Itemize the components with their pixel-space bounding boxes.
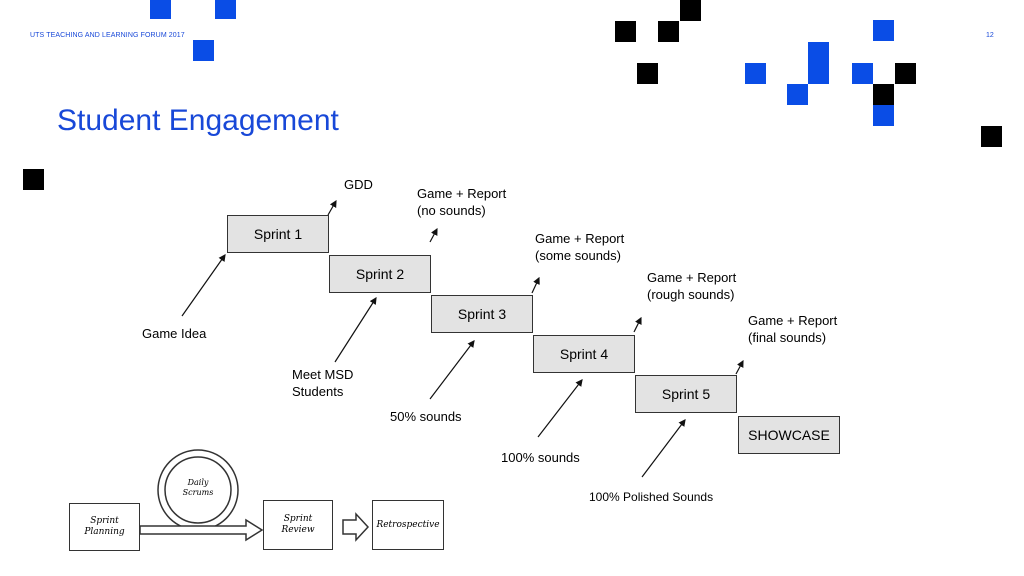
decor-square	[150, 0, 171, 19]
decor-square	[787, 84, 808, 105]
input-arrow	[641, 419, 686, 478]
decor-square	[852, 63, 873, 84]
deliverable-arrow	[531, 276, 540, 294]
input-label: 100% sounds	[501, 450, 580, 465]
decor-square	[808, 42, 829, 63]
input-label: Game Idea	[142, 326, 207, 341]
decor-square	[215, 0, 236, 19]
sprint-box: Sprint 3	[431, 295, 533, 333]
decor-square	[658, 21, 679, 42]
deliverable-label: Game + Report (rough sounds)	[647, 270, 737, 302]
sprint-box: Sprint 1	[227, 215, 329, 253]
input-arrow	[334, 296, 377, 363]
input-arrow	[181, 254, 226, 317]
deliverable-label: Game + Report (no sounds)	[417, 186, 507, 218]
decor-square	[895, 63, 916, 84]
decor-square	[193, 40, 214, 61]
input-label: 50% sounds	[390, 409, 462, 424]
decor-square	[981, 126, 1002, 147]
retrospective-sketch: Retrospective	[372, 500, 444, 550]
deliverable-label: Game + Report (final sounds)	[748, 313, 838, 345]
decor-square	[808, 63, 829, 84]
sprint-review-sketch: Sprint Review	[263, 500, 333, 550]
deliverable-arrow	[633, 316, 642, 333]
input-label: Meet MSD Students	[292, 367, 354, 399]
sprint-box: Sprint 4	[533, 335, 635, 373]
sprint-box: Sprint 5	[635, 375, 737, 413]
showcase-box: SHOWCASE	[738, 416, 840, 454]
decor-square	[637, 63, 658, 84]
input-arrow	[429, 340, 475, 400]
decor-square	[873, 105, 894, 126]
decor-square	[680, 0, 701, 21]
deliverable-arrow	[735, 359, 744, 375]
sprint-box: Sprint 2	[329, 255, 431, 293]
sprint-planning-sketch: Sprint Planning	[69, 503, 140, 551]
daily-scrums-sketch: Daily Scrums	[182, 478, 214, 497]
decor-square	[615, 21, 636, 42]
deliverable-arrow	[327, 199, 337, 216]
decor-square	[873, 20, 894, 41]
decor-square	[745, 63, 766, 84]
decor-square	[873, 84, 894, 105]
page-title: Student Engagement	[57, 104, 339, 137]
forum-header: UTS TEACHING AND LEARNING FORUM 2017	[30, 32, 185, 39]
deliverable-arrow	[429, 227, 438, 243]
page-number: 12	[986, 32, 994, 39]
deliverable-label: Game + Report (some sounds)	[535, 231, 625, 263]
input-arrow	[537, 379, 583, 438]
deliverable-label: GDD	[344, 177, 373, 192]
decor-square	[23, 169, 44, 190]
input-label: 100% Polished Sounds	[589, 490, 714, 504]
